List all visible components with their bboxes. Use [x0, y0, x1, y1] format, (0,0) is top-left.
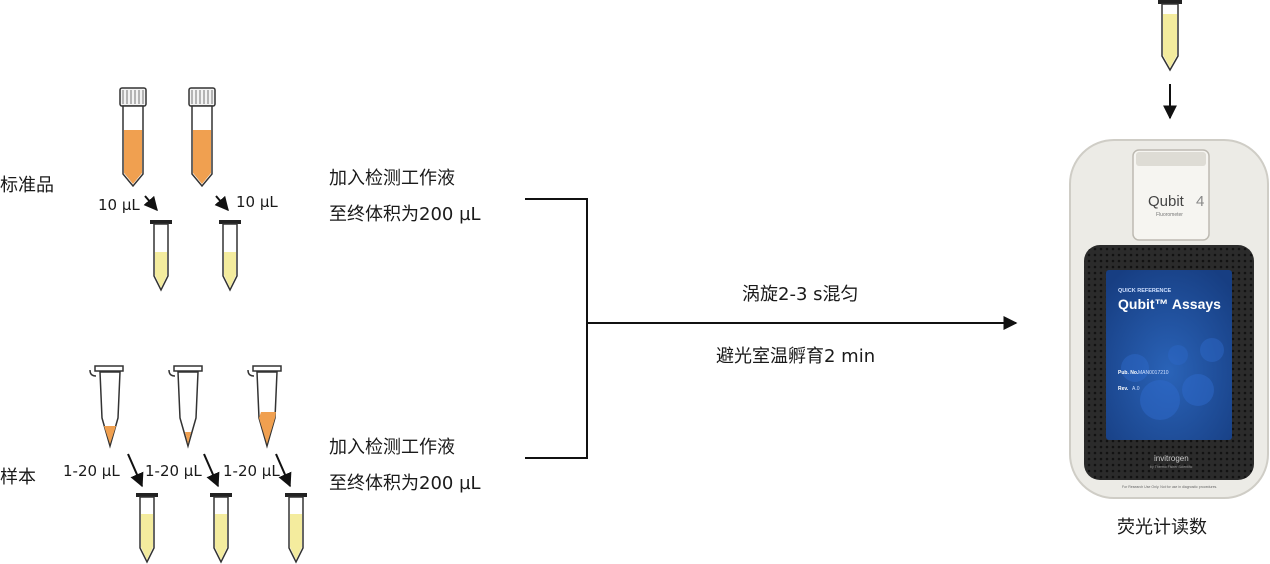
qubit-fluorometer [1069, 139, 1269, 499]
sample-assay-tube-3 [285, 493, 307, 564]
card-rev-value: A.0 [1132, 386, 1140, 392]
bracket-connector [525, 198, 588, 459]
device-maker: invitrogen [1154, 454, 1189, 463]
sample-transfer-arrow-3 [275, 453, 292, 488]
sample-tube-1 [89, 365, 124, 449]
sample-instruction-line2: 至终体积为200 µL [329, 473, 481, 494]
sample-assay-tube-1 [136, 493, 158, 564]
standard-volume-2: 10 µL [236, 193, 278, 211]
standard-assay-tube-1 [150, 220, 172, 292]
standard-transfer-arrow-2 [214, 195, 229, 212]
device-brand: Qubit [1148, 193, 1185, 210]
sample-volume-2: 1-20 µL [145, 462, 202, 480]
device-model: 4 [1196, 193, 1204, 210]
sample-volume-1: 1-20 µL [63, 462, 120, 480]
standard-transfer-arrow-1 [143, 195, 158, 212]
standard-volume-1: 10 µL [98, 196, 140, 214]
sample-instruction-line1: 加入检测工作液 [329, 437, 455, 458]
samples-label: 样本 [0, 467, 36, 488]
device-sub: Fluorometer [1156, 212, 1183, 218]
card-pub-label: Pub. No. [1118, 370, 1139, 376]
sample-volume-3: 1-20 µL [223, 462, 280, 480]
sample-assay-tube-2 [210, 493, 232, 564]
card-pub-value: MAN0017210 [1138, 370, 1169, 376]
standard-tube-1 [119, 87, 147, 188]
sample-transfer-arrow-1 [127, 453, 144, 488]
standard-instruction-line2: 至终体积为200 µL [329, 204, 481, 225]
sample-tube-3 [247, 365, 282, 449]
standards-label: 标准品 [0, 175, 54, 196]
standard-instruction-line1: 加入检测工作液 [329, 168, 455, 189]
card-header: QUICK REFERENCE [1118, 288, 1172, 294]
vortex-instruction: 涡旋2-3 s混匀 [742, 284, 859, 305]
standard-assay-tube-2 [219, 220, 241, 292]
sample-transfer-arrow-2 [203, 453, 220, 488]
device-footer: For Research Use Only. Not for use in di… [1122, 485, 1217, 489]
reading-label: 荧光计读数 [1117, 517, 1207, 538]
standard-tube-2 [188, 87, 216, 188]
sample-tube-2 [168, 365, 203, 449]
card-rev-label: Rev. [1118, 386, 1129, 392]
top-assay-tube [1158, 0, 1182, 72]
incubate-instruction: 避光室温孵育2 min [716, 346, 876, 367]
device-maker-sub: by Thermo Fisher Scientific [1150, 465, 1193, 469]
card-title: Qubit™ Assays [1118, 296, 1221, 312]
